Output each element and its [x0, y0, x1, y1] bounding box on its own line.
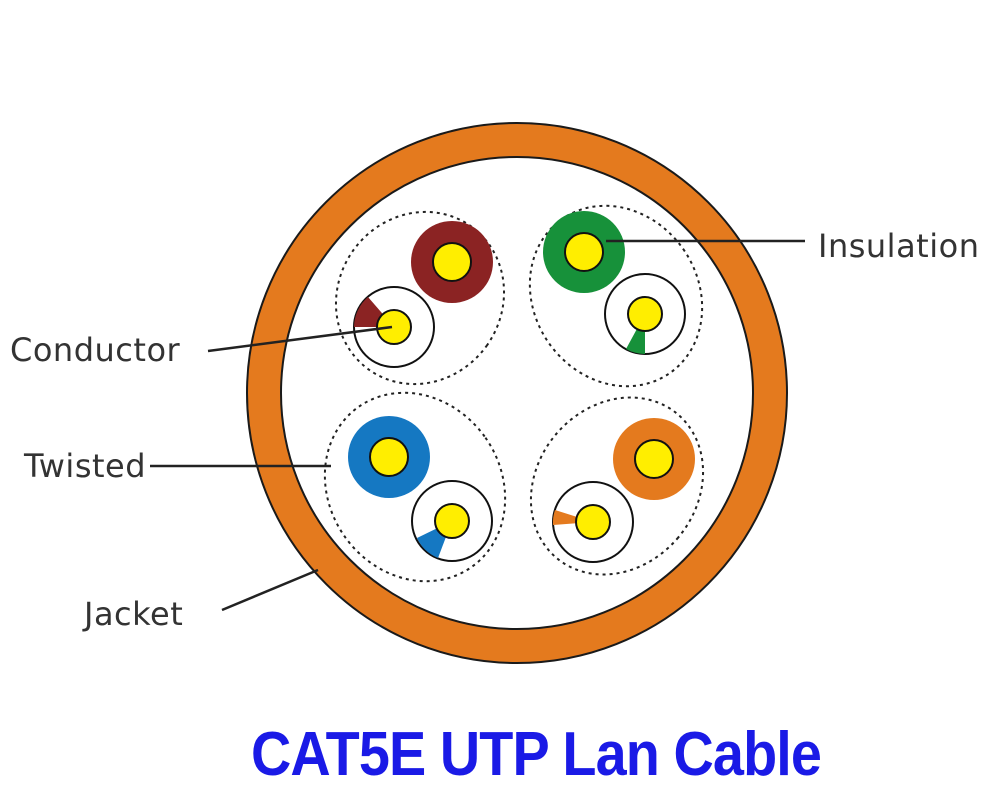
conductor [376, 309, 412, 345]
conductor [564, 232, 604, 272]
striped-green-wire [604, 273, 686, 355]
conductor [634, 439, 674, 479]
twisted-pair-boundary [529, 396, 705, 576]
conductor [627, 296, 663, 332]
conductor-leader-line [207, 325, 393, 353]
solid-blue-wire [348, 416, 430, 498]
jacket-leader-line [221, 568, 319, 612]
diagram-title: CAT5E UTP Lan Cable [251, 720, 821, 789]
solid-green-wire [543, 211, 625, 293]
twisted-label: Twisted [23, 447, 146, 485]
striped-brown-wire [353, 286, 435, 368]
striped-blue-wire [411, 480, 493, 562]
conductor [432, 242, 472, 282]
blue-pair [323, 391, 507, 583]
orange-pair [529, 396, 705, 576]
brown-pair [334, 210, 506, 386]
solid-orange-wire [613, 418, 695, 500]
conductor [575, 504, 611, 540]
conductor [434, 503, 470, 539]
insulation-label: Insulation [818, 227, 979, 265]
cable-interior [280, 156, 754, 630]
jacket-label: Jacket [82, 595, 183, 633]
green-pair [528, 204, 704, 388]
conductor-label: Conductor [10, 331, 181, 369]
conductor [369, 437, 409, 477]
striped-orange-wire [552, 481, 634, 563]
solid-brown-wire [411, 221, 493, 303]
twisted-pair-boundary [323, 391, 507, 583]
